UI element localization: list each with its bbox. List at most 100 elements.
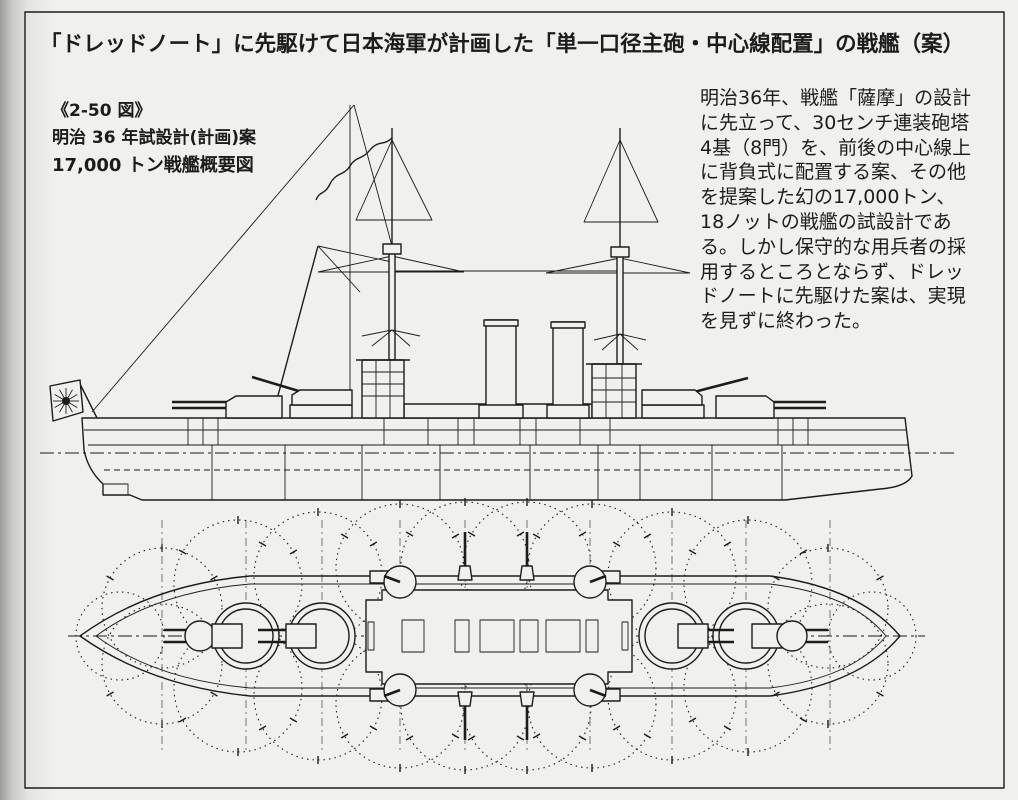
mainmast-boat-davits bbox=[593, 333, 647, 351]
derrick-post bbox=[271, 245, 319, 419]
description-line: る。しかし保守的な用兵者の採 bbox=[700, 235, 967, 258]
description-line: を提案した幻の17,000トン、 bbox=[700, 186, 956, 209]
aft-turret-d-barrels bbox=[772, 400, 826, 410]
arc-limit-tick bbox=[451, 533, 460, 539]
arc-limit-tick bbox=[799, 717, 808, 723]
arc-limit-tick bbox=[178, 717, 187, 723]
arc-limit-tick bbox=[688, 549, 697, 555]
mainmast-lower bbox=[616, 251, 624, 365]
mainmast-top bbox=[610, 246, 630, 258]
description-line: に背負式に配置する案、その他 bbox=[700, 161, 967, 184]
deck-opening bbox=[621, 621, 629, 651]
aft-bridge bbox=[591, 363, 637, 419]
description-line: に先立って、30センチ連装砲塔 bbox=[700, 111, 970, 134]
bridge-grid bbox=[362, 360, 636, 418]
arc-limit-tick bbox=[289, 717, 298, 723]
arc-limit-tick bbox=[340, 733, 349, 739]
secondary-gun bbox=[589, 574, 607, 584]
arc-limit-tick bbox=[405, 735, 414, 741]
deck-opening bbox=[519, 619, 539, 653]
deck-openings bbox=[367, 619, 629, 653]
arc-limit-tick bbox=[532, 533, 541, 539]
foremast-boat-davits bbox=[361, 329, 421, 347]
hull-frames bbox=[211, 445, 783, 500]
arc-limit-tick bbox=[799, 549, 808, 555]
description-line: 4基（8門）を、前後の中心線上 bbox=[700, 136, 972, 159]
fore-bridge bbox=[361, 359, 405, 419]
arc-limit-tick bbox=[723, 541, 732, 547]
aft-turret-c-barrels bbox=[693, 376, 749, 394]
arc-limit-tick bbox=[612, 541, 621, 547]
fore-turret-a-breech bbox=[211, 623, 243, 649]
forestay bbox=[91, 104, 355, 413]
fore-funnel bbox=[485, 319, 517, 409]
foremast-lower bbox=[388, 249, 396, 361]
aft-funnel-cap bbox=[550, 321, 586, 329]
fore-turret-a bbox=[225, 395, 283, 419]
fore-barbette-b bbox=[289, 404, 353, 419]
deck-opening bbox=[454, 619, 470, 653]
ensign-staff bbox=[79, 383, 98, 419]
foremast-signal-yard bbox=[355, 139, 433, 221]
derrick-stay bbox=[317, 245, 361, 293]
gun-arc bbox=[767, 547, 889, 669]
figure-caption-line: 明治 36 年試設計(計画)案 bbox=[52, 128, 257, 148]
secondary-gun bbox=[383, 688, 401, 698]
arc-limit-tick bbox=[451, 733, 460, 739]
arc-limit-tick bbox=[723, 725, 732, 731]
deck-gun bbox=[519, 691, 535, 707]
fore-turret-b bbox=[291, 389, 353, 406]
arc-limit-tick bbox=[210, 691, 218, 697]
description-line: ドノートに先駆けた案は、実現 bbox=[700, 285, 966, 308]
description-line: を見ずに終わった。 bbox=[700, 310, 872, 333]
deck-opening bbox=[367, 621, 375, 651]
deck-opening bbox=[401, 619, 425, 653]
fore-funnel-cap bbox=[483, 319, 519, 327]
arc-limit-tick bbox=[612, 725, 621, 731]
ensign-sun bbox=[62, 397, 70, 405]
aft-funnel-base bbox=[546, 404, 590, 419]
page-title: 「ドレッドノート」に先駆けて日本海軍が計画した「単一口径主砲・中心線配置」の戦艦… bbox=[40, 32, 965, 57]
mainmast-signal-yard bbox=[583, 139, 659, 223]
secondary-gun bbox=[589, 688, 607, 698]
deck-opening bbox=[545, 619, 581, 653]
arc-limit-tick bbox=[258, 541, 267, 547]
arc-limit-tick bbox=[688, 717, 697, 723]
figure-caption-line: 17,000 トン戦艦概要図 bbox=[52, 155, 254, 176]
deck-opening bbox=[585, 619, 599, 653]
arc-limit-tick bbox=[643, 733, 652, 739]
arc-limit-tick bbox=[369, 541, 378, 547]
description-text: 明治36年、戦艦「薩摩」の設計 に先立って、30センチ連装砲塔 4基（8門）を、… bbox=[700, 86, 971, 334]
signal-stay bbox=[353, 104, 393, 247]
aft-turret-c bbox=[641, 389, 703, 406]
description-line: 18ノットの戦艦の試設計であ bbox=[700, 210, 952, 233]
arc-limit-tick bbox=[532, 733, 541, 739]
arc-limit-tick bbox=[643, 533, 652, 539]
aft-barbette-c bbox=[641, 404, 705, 419]
arc-limit-tick bbox=[516, 531, 525, 537]
derrick-guy bbox=[317, 245, 393, 263]
description-line: 明治36年、戦艦「薩摩」の設計 bbox=[700, 87, 972, 109]
deck-gun bbox=[519, 565, 535, 581]
fore-turret-a-barrels bbox=[172, 400, 228, 410]
arc-limit-tick bbox=[340, 533, 349, 539]
aft-funnel bbox=[552, 321, 584, 409]
deck-opening bbox=[479, 619, 515, 653]
page-frame bbox=[24, 11, 1005, 789]
side-elevation bbox=[40, 104, 958, 501]
fore-turret-a-gunhouse bbox=[184, 620, 216, 652]
description-line: 用するところとならず、ドレッ bbox=[700, 260, 964, 283]
aft-turret-c-breech bbox=[677, 623, 709, 649]
plan-view bbox=[68, 498, 925, 774]
arc-limit-tick bbox=[578, 735, 587, 741]
arc-limit-tick bbox=[405, 531, 414, 537]
arc-limit-tick bbox=[876, 691, 884, 697]
arc-limit-tick bbox=[578, 531, 587, 537]
deck-gun bbox=[457, 691, 473, 707]
arc-limit-tick bbox=[106, 575, 114, 581]
arc-limit-tick bbox=[516, 735, 525, 741]
aft-turret-d bbox=[715, 395, 775, 419]
arc-limit-tick bbox=[467, 735, 476, 741]
masthead-pennant bbox=[315, 137, 393, 201]
